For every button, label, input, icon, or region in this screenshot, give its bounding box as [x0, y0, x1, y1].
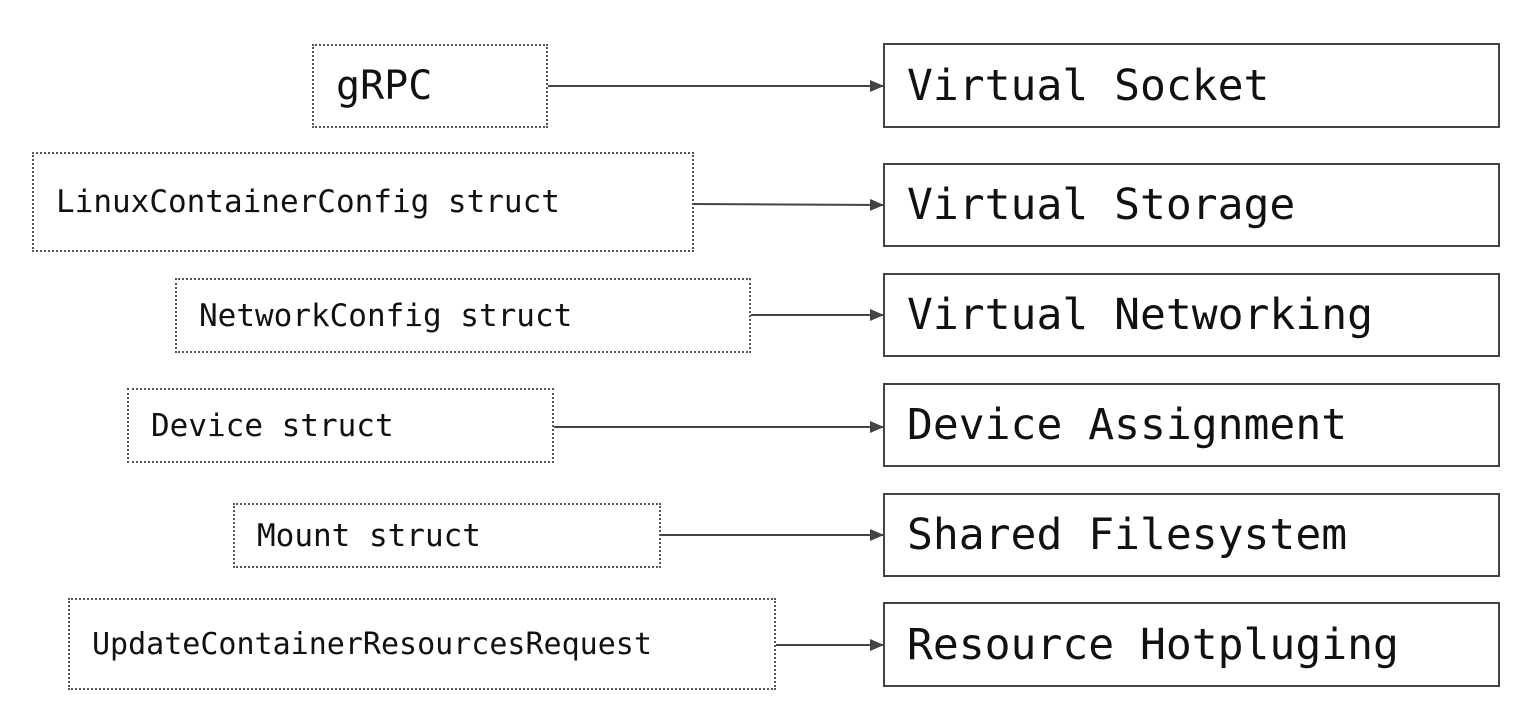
- source-box-networkconfig: NetworkConfig struct: [175, 278, 751, 353]
- source-label-linuxcontainerconfig: LinuxContainerConfig struct: [56, 184, 560, 220]
- target-box-virtual-socket: Virtual Socket: [883, 43, 1500, 128]
- target-box-resource-hotpluging: Resource Hotpluging: [883, 602, 1500, 687]
- source-box-updatecontainerresourcesrequest: UpdateContainerResourcesRequest: [68, 598, 776, 690]
- source-box-device: Device struct: [127, 388, 554, 463]
- source-label-grpc: gRPC: [336, 63, 433, 109]
- source-label-networkconfig: NetworkConfig struct: [199, 297, 573, 334]
- target-box-shared-filesystem: Shared Filesystem: [883, 493, 1500, 577]
- source-box-mount: Mount struct: [233, 503, 661, 568]
- target-box-device-assignment: Device Assignment: [883, 383, 1500, 467]
- source-label-device: Device struct: [151, 407, 394, 444]
- target-box-virtual-networking: Virtual Networking: [883, 273, 1500, 357]
- arrow-linuxcontainerconfig-to-virtual-storage: [693, 198, 884, 211]
- target-label-resource-hotpluging: Resource Hotpluging: [907, 619, 1399, 670]
- target-label-shared-filesystem: Shared Filesystem: [907, 510, 1348, 560]
- target-label-virtual-networking: Virtual Networking: [907, 290, 1373, 340]
- target-label-virtual-socket: Virtual Socket: [907, 60, 1270, 111]
- source-label-mount: Mount struct: [257, 517, 481, 554]
- source-box-linuxcontainerconfig: LinuxContainerConfig struct: [32, 152, 694, 252]
- target-box-virtual-storage: Virtual Storage: [883, 163, 1500, 247]
- target-label-device-assignment: Device Assignment: [907, 400, 1348, 450]
- source-box-grpc: gRPC: [312, 44, 548, 128]
- target-label-virtual-storage: Virtual Storage: [907, 180, 1296, 230]
- source-label-updatecontainerresourcesrequest: UpdateContainerResourcesRequest: [92, 626, 652, 662]
